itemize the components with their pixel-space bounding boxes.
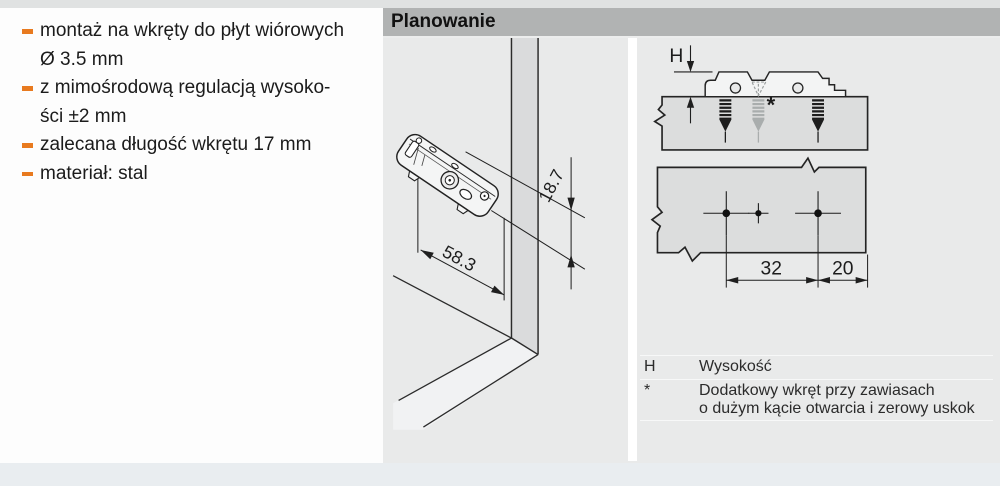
feature-text: zalecana długość wkrętu 17 mm — [40, 134, 312, 155]
cabinet-panel-edge — [510, 38, 539, 356]
arrowhead-icon — [806, 277, 819, 284]
plate-hole — [792, 82, 804, 94]
legend-row: H Wysokość — [640, 355, 993, 379]
legend-row: * Dodatkowy wkręt przy zawiasach o dużym… — [640, 379, 993, 421]
side-and-drill-drawing: H — [650, 38, 986, 461]
feature-item: materiał: stal — [22, 160, 383, 189]
panel-body: 18.7 58.3 — [383, 38, 1000, 461]
plate-3d-column: 18.7 58.3 — [383, 38, 628, 461]
top-strip — [0, 0, 1000, 8]
arrowhead-icon — [818, 277, 830, 284]
plate-3d-drawing: 18.7 58.3 — [392, 38, 618, 461]
mounting-plate — [396, 133, 499, 217]
legend-table: H Wysokość * Dodatkowy wkręt przy zawias… — [640, 355, 993, 421]
feature-text: z mimośrodową regulacją wysoko- — [40, 77, 331, 98]
arrowhead-icon — [491, 285, 505, 295]
planning-detail-column: H — [637, 38, 1000, 461]
screw-icon — [812, 99, 825, 143]
legend-text: Wysokość — [699, 358, 772, 375]
legend-text: o dużym kącie otwarcia i zerowy uskok — [699, 399, 975, 417]
dim-32-label: 32 — [761, 259, 782, 280]
drilling-pattern: 32 20 — [650, 156, 869, 288]
planning-panel: Planowanie — [383, 8, 1000, 463]
feature-item: zalecana długość wkrętu 17 mm — [22, 131, 383, 160]
column-divider — [628, 38, 637, 461]
asterisk-marker: * — [767, 92, 776, 117]
screw-icon-optional — [752, 99, 765, 143]
footer-strip — [0, 463, 1000, 486]
dimension-extension-lines — [725, 235, 869, 288]
panel-header: Planowanie — [383, 8, 1000, 38]
drill-hole-center — [755, 210, 762, 217]
floor-area — [393, 338, 539, 430]
plate-hole — [729, 82, 742, 94]
h-dimension-lines — [673, 45, 713, 124]
legend-value: Dodatkowy wkręt przy zawiasach o dużym k… — [699, 382, 975, 417]
plate-slot — [459, 188, 473, 200]
arrowhead-icon — [726, 277, 739, 284]
arrowhead-icon — [567, 197, 575, 211]
plate-screw-hole — [415, 137, 423, 144]
arrowhead-icon — [420, 249, 434, 260]
screw-icon — [719, 99, 732, 143]
arrowhead-icon — [686, 60, 695, 72]
feature-text: materiał: stal — [40, 162, 148, 184]
legend-key: H — [644, 358, 656, 375]
h-dim-label: H — [669, 46, 683, 67]
panel-title: Planowanie — [391, 11, 496, 32]
arrowhead-icon — [567, 254, 575, 268]
legend-value: Wysokość — [699, 358, 772, 376]
feature-item: montaż na wkręty do płyt wiórowych Ø 3.5… — [22, 17, 383, 74]
drill-hole — [814, 209, 822, 218]
cabinet-bottom-edges — [392, 275, 539, 428]
feature-list: montaż na wkręty do płyt wiórowych Ø 3.5… — [0, 8, 383, 188]
feature-item: z mimośrodową regulacją wysoko- ści ±2 m… — [22, 74, 383, 131]
arrowhead-icon — [855, 277, 868, 284]
product-features-column: montaż na wkręty do płyt wiórowych Ø 3.5… — [0, 8, 383, 463]
arrowhead-icon — [686, 96, 695, 108]
optional-screw-countersink — [751, 81, 767, 98]
feature-text: ści ±2 mm — [40, 105, 127, 127]
feature-text: montaż na wkręty do płyt wiórowych — [40, 20, 345, 41]
legend-key: * — [644, 382, 651, 399]
legend-text: Dodatkowy wkręt przy zawiasach — [699, 382, 935, 399]
drill-hole — [722, 209, 731, 218]
side-view: H — [653, 45, 869, 151]
feature-text: Ø 3.5 mm — [40, 48, 124, 70]
dim-20-label: 20 — [832, 259, 853, 280]
